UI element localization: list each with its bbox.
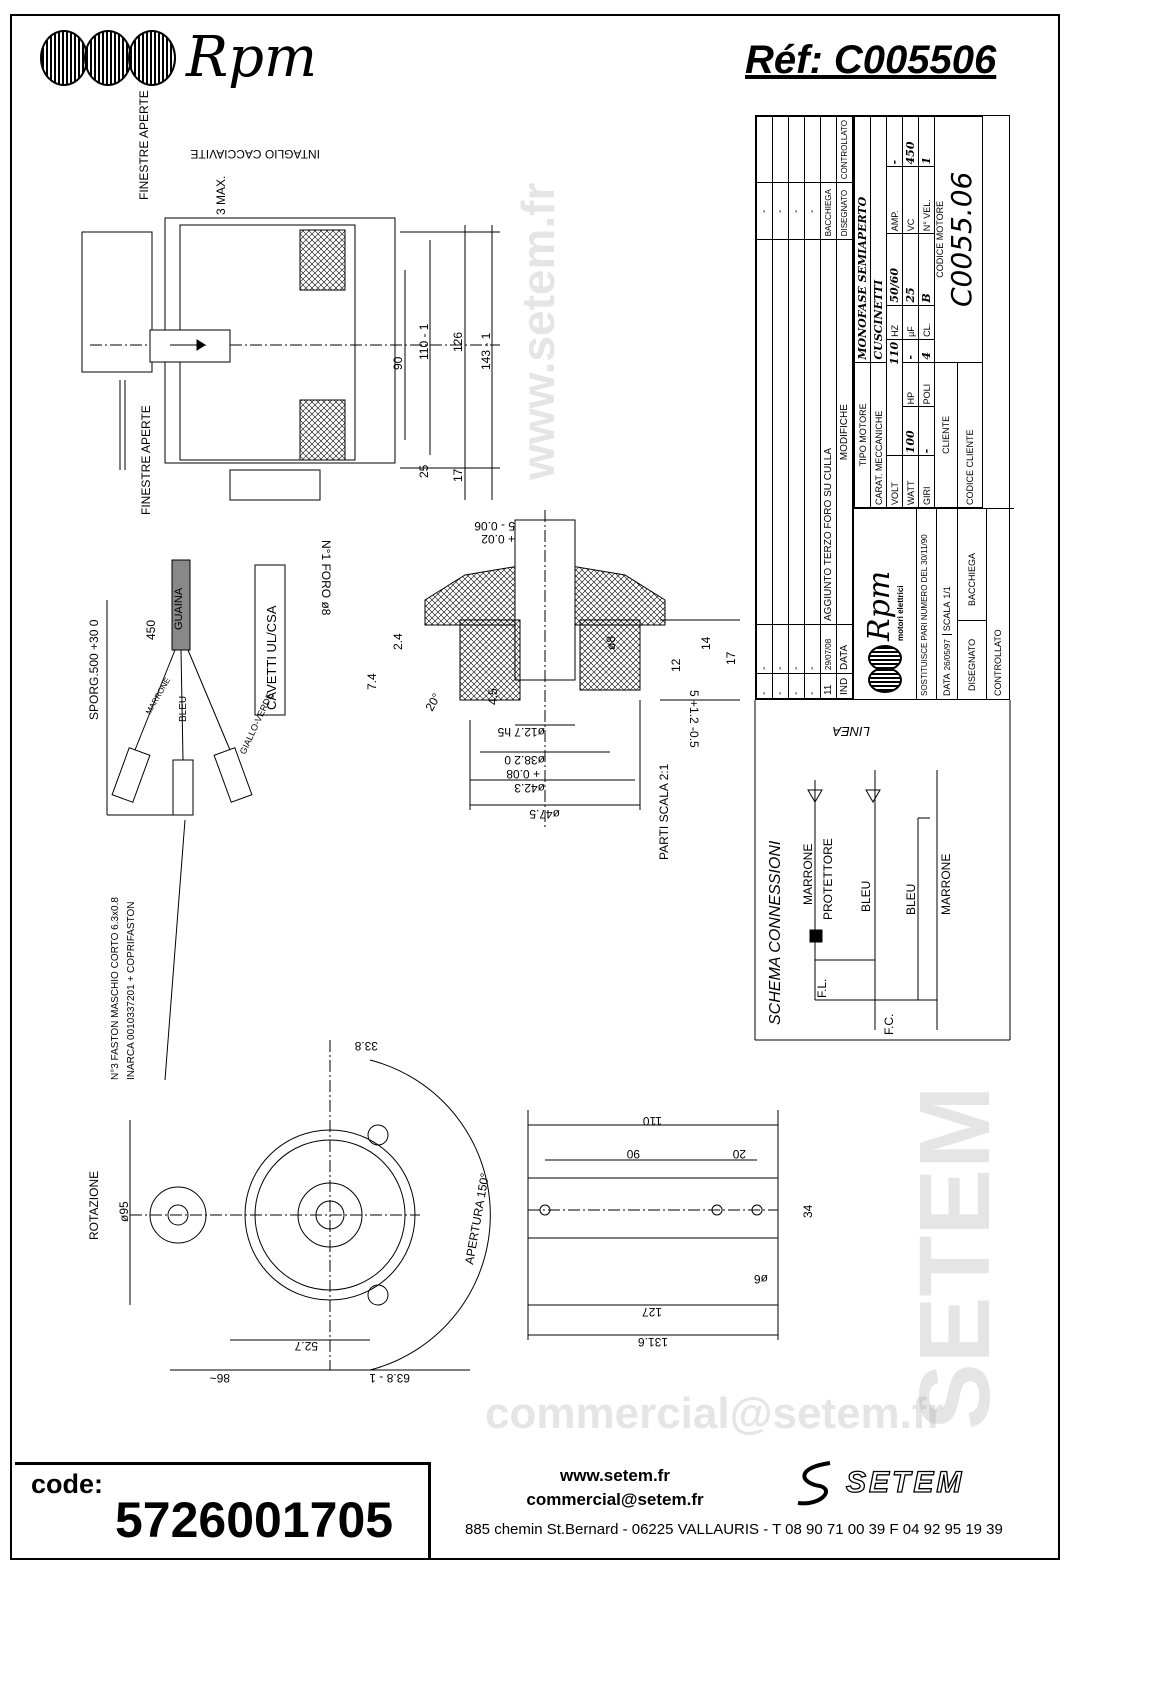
dim-label: 131.6	[638, 1335, 668, 1349]
sostituisce: SOSTITUISCE PARI NUMERO DEL 30/11/90	[917, 509, 937, 699]
dim-label: BLEU	[178, 696, 189, 722]
dim-label: 4.5	[486, 688, 500, 705]
bracket-view	[527, 1110, 779, 1340]
dim-label: FINESTRE APERTE	[139, 405, 153, 515]
revision-row: ---	[788, 116, 805, 699]
schema-title: SCHEMA CONNESSIONI	[767, 840, 784, 1025]
dim-label: 20	[732, 1147, 746, 1161]
reference-number: Réf: C005506	[745, 38, 997, 82]
dim-label: ø95	[117, 1201, 131, 1222]
revision-row: ---	[804, 116, 821, 699]
dim-label: PARTI SCALA 2:1	[657, 763, 671, 860]
schema-label: F.L.	[815, 979, 829, 998]
coil-icon	[40, 30, 88, 86]
coil-icon	[868, 645, 902, 671]
dim-label: 90	[626, 1147, 640, 1161]
rpm-small-logo: Rpm motori elettrici	[854, 509, 917, 699]
small-logo-sub: motori elettrici	[895, 585, 905, 641]
dim-label: ø38.2 0	[504, 753, 545, 767]
dim-label: GUAINA	[173, 587, 185, 630]
cable-assembly	[106, 559, 286, 1081]
dim-label: FINESTRE APERTE	[137, 90, 151, 200]
dim-label: 3 MAX.	[214, 176, 228, 215]
dim-label: 110	[643, 1114, 662, 1128]
dim-label: CAVETTI UL/CSA	[264, 605, 279, 710]
dim-label: 12	[669, 658, 683, 672]
dim-label: INARCA 0010337201 + COPRIFASTON	[126, 901, 137, 1080]
dim-label: 5 +1.2 -0.5	[687, 690, 701, 748]
dim-label: 17	[451, 468, 465, 482]
code-label: code:	[31, 1469, 104, 1499]
revision-row: ---	[772, 116, 789, 699]
schema-label: MARRONE	[939, 854, 953, 915]
dim-label: 52.7	[294, 1339, 318, 1353]
setem-logo: SETEM	[790, 1458, 964, 1508]
dim-label: 450	[144, 620, 158, 640]
coil-icon	[128, 30, 176, 86]
schema-label: LINEA	[832, 724, 870, 739]
dim-label: 34	[801, 1204, 815, 1218]
dim-label: ø8	[604, 636, 618, 650]
dim-label: 14	[699, 636, 713, 650]
dim-label: 33.8	[354, 1039, 378, 1053]
schema-label: BLEU	[859, 881, 873, 912]
small-logo-brand: Rpm	[861, 570, 897, 641]
product-code: 5726001705	[115, 1492, 394, 1548]
contact-info: www.setem.fr commercial@setem.fr	[500, 1464, 730, 1512]
dim-label: 20°	[422, 691, 443, 714]
revision-row: ---	[756, 116, 773, 699]
dim-label: INTAGLIO CACCIAVITE	[190, 147, 320, 161]
dim-label: N°3 FASTON MASCHIO CORTO 6.3x0.8	[110, 897, 121, 1080]
dim-label: 90	[391, 356, 405, 370]
dim-label: N°1 FORO ø8	[319, 540, 333, 616]
dim-label: 5 - 0.06	[474, 519, 515, 533]
setem-brand: SETEM	[845, 1465, 965, 1499]
email-link[interactable]: commercial@setem.fr	[526, 1490, 704, 1509]
dim-label: ø47.5	[529, 807, 560, 821]
dim-label: 126	[451, 332, 465, 352]
dim-label: 86~	[210, 1371, 230, 1385]
dim-label: ø6	[754, 1272, 768, 1286]
motor-side-view	[81, 217, 500, 501]
dim-label: 143 - 1	[479, 332, 493, 370]
rpm-logo: Rpm	[40, 30, 317, 86]
dim-label: 110 - 1	[417, 323, 431, 360]
dim-label: ø42.3	[514, 781, 545, 795]
dim-label: 25	[417, 464, 431, 478]
schema-label: BLEU	[904, 884, 918, 915]
dim-label: ø12.7 h5	[497, 725, 545, 739]
schema-label: MARRONE	[801, 844, 815, 905]
dim-label: APERTURA 150°	[462, 1172, 492, 1266]
dim-label: SPORG.500 +30 0	[87, 619, 101, 720]
title-block-left: Rpm motori elettrici SOSTITUISCE PARI NU…	[854, 508, 1014, 699]
website-link[interactable]: www.setem.fr	[560, 1466, 670, 1485]
dim-label: + 0.08	[506, 767, 540, 781]
wiring-schema	[754, 700, 1011, 1041]
dim-label: 63.8 - 1	[369, 1371, 410, 1385]
dim-label: 17	[724, 651, 738, 665]
coil-icon	[84, 30, 132, 86]
schema-label: PROTETTORE	[821, 838, 835, 920]
dim-label: 7.4	[365, 673, 379, 690]
dim-label: ROTAZIONE	[87, 1171, 101, 1240]
motor-front-view	[129, 1040, 491, 1371]
code-box: code: 5726001705	[15, 1462, 431, 1559]
dim-label: MARRONE	[144, 676, 172, 716]
brand-name: Rpm	[186, 25, 318, 90]
company-address: 885 chemin St.Bernard - 06225 VALLAURIS …	[465, 1521, 1003, 1538]
dim-label: 2.4	[391, 633, 405, 650]
dim-label: 127	[642, 1305, 662, 1319]
schema-label: F.C.	[882, 1014, 896, 1035]
dim-label: + 0.02	[481, 532, 515, 546]
page-frame	[10, 14, 1060, 1560]
setem-swoosh-icon	[797, 1461, 831, 1506]
shaft-section-view	[424, 510, 740, 830]
